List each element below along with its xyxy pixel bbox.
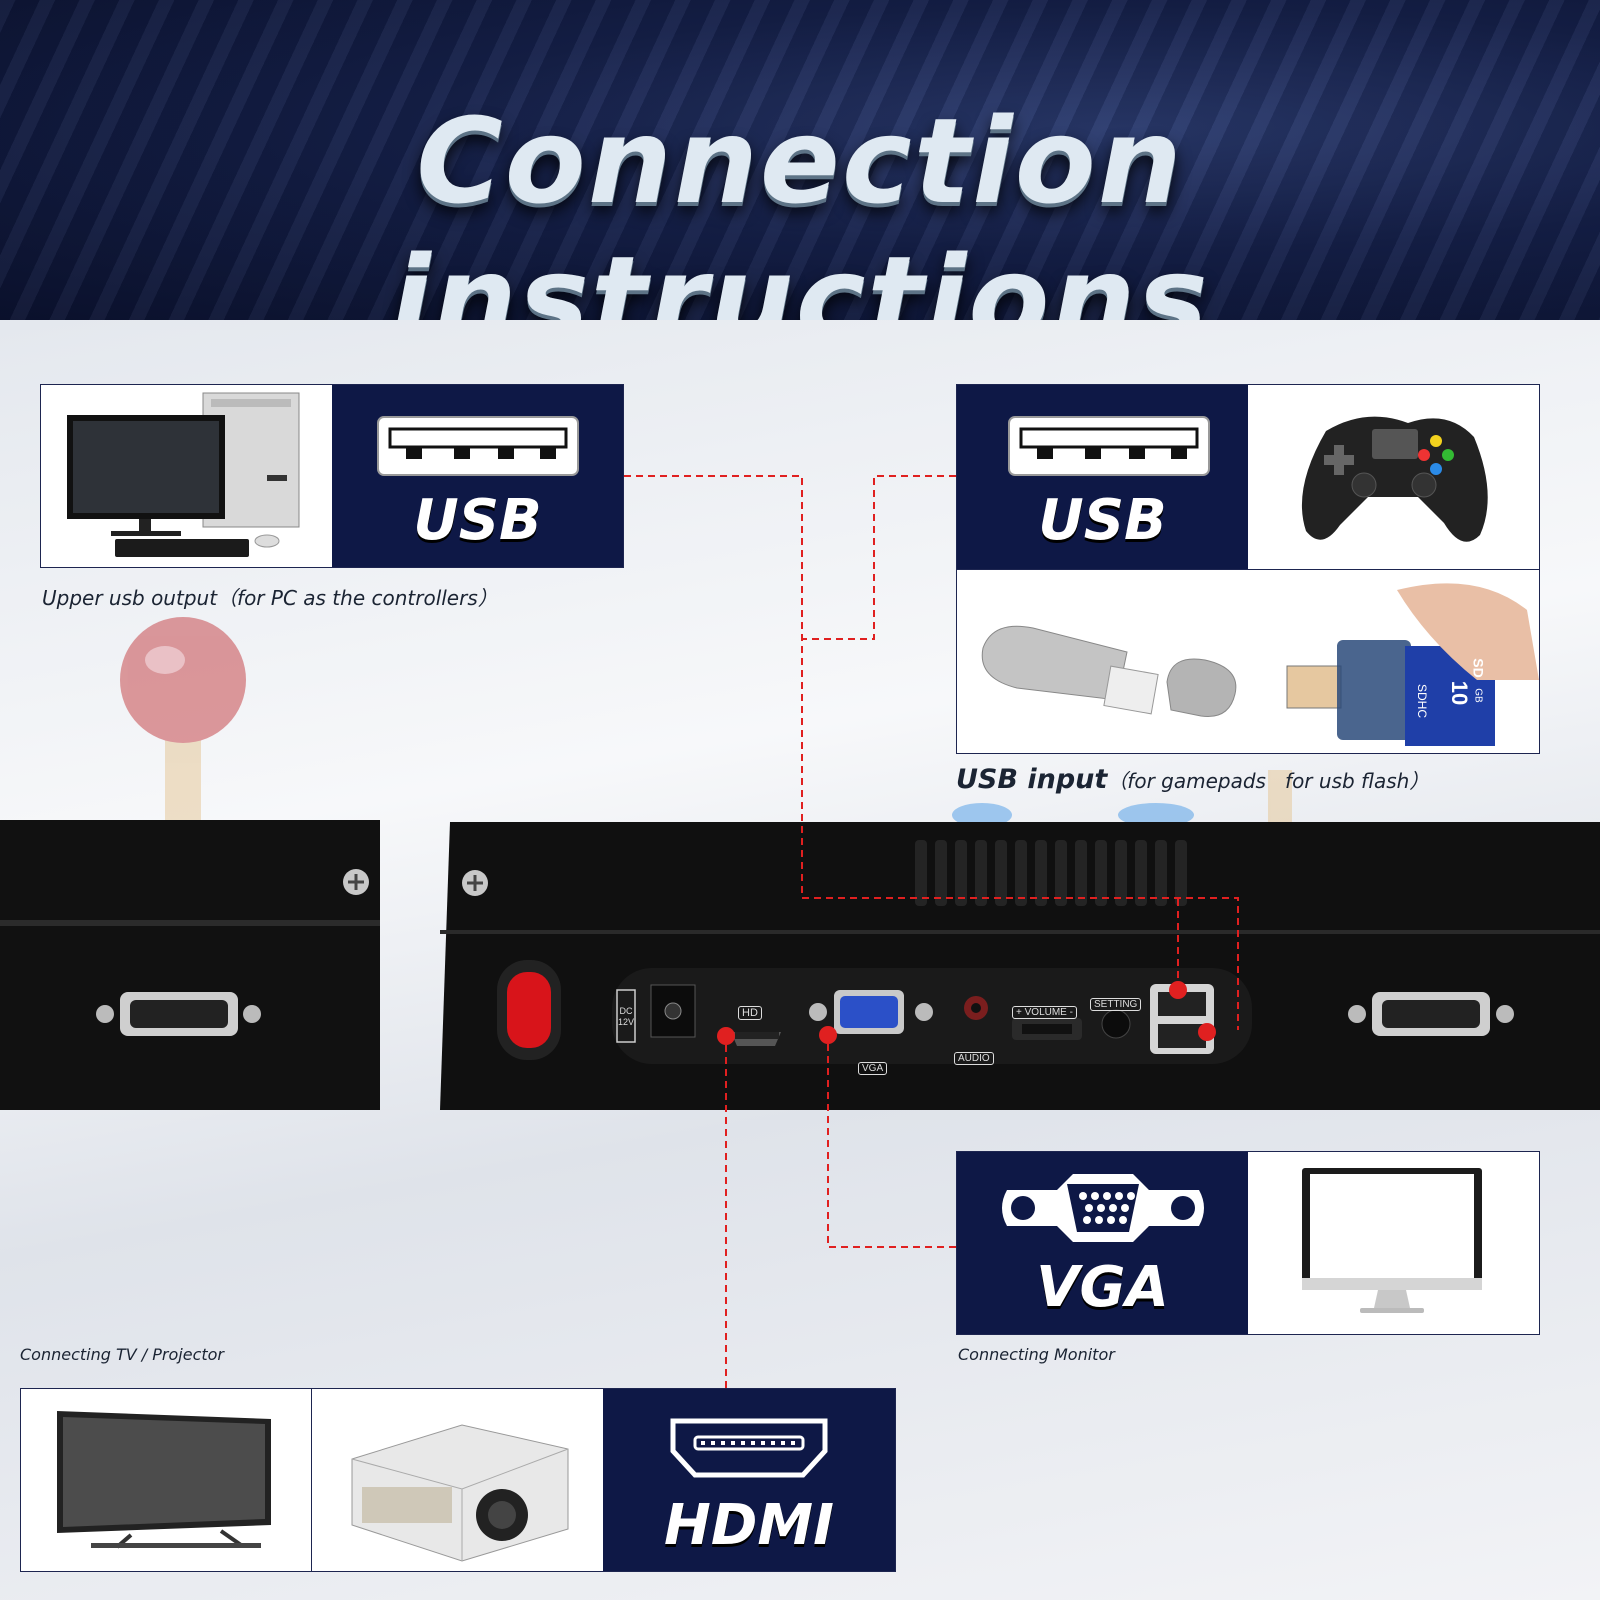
usb-input-caption: USB input（for gamepads for usb flash） <box>956 764 1429 795</box>
usb-port-icon <box>1008 416 1210 476</box>
usb-input-caption-bold: USB input <box>956 764 1108 795</box>
volume-label: + VOLUME - <box>1012 1006 1077 1019</box>
monitor-icon <box>1302 1168 1482 1313</box>
console-back-panel-photo <box>0 617 1600 1110</box>
usb-output-box: USB <box>40 384 624 568</box>
pc-image-cell <box>41 385 332 567</box>
vga-box: VGA <box>956 1151 1540 1335</box>
usb-output-label-cell: USB <box>332 385 623 567</box>
sd-unit: GB <box>1472 688 1484 703</box>
hdmi-box: HDMI <box>20 1388 896 1572</box>
joystick-icon <box>120 617 246 830</box>
tv-image-cell <box>21 1389 312 1571</box>
projector-icon <box>351 1424 569 1562</box>
vga-port-icon <box>1002 1174 1204 1242</box>
audio-label: AUDIO <box>954 1052 994 1065</box>
hdmi-caption: Connecting TV / Projector <box>20 1345 225 1364</box>
desktop-pc-icon <box>67 392 300 557</box>
usb-input-port-label: USB <box>1038 488 1167 553</box>
usb-flash-image-cell: SD 10 GB SDHC <box>957 569 1539 753</box>
usb-input-box: USB SD 10 GB SDHC <box>956 384 1540 754</box>
usb-port-dot-upper <box>1169 981 1187 999</box>
hdmi-port-icon <box>670 1418 828 1478</box>
usb-output-port-label: USB <box>413 488 542 553</box>
monitor-image-cell <box>1248 1152 1539 1334</box>
hdmi-port-label: HDMI <box>664 1493 834 1558</box>
header-banner: Connection instructions <box>0 0 1600 320</box>
projector-image-cell <box>312 1389 603 1571</box>
usb-port-dot-lower <box>1198 1023 1216 1041</box>
page-title: Connection instructions <box>390 92 1210 320</box>
sd-brand: SD <box>1470 658 1487 678</box>
vga-label-cell: VGA <box>957 1152 1248 1334</box>
usb-flash-drive-icon <box>981 583 1539 746</box>
setting-label: SETTING <box>1090 998 1142 1011</box>
vga-port-dot <box>819 1026 837 1044</box>
vga-caption: Connecting Monitor <box>958 1345 1115 1364</box>
gamepad-image-cell <box>1248 385 1539 569</box>
dc-label: DC 12V <box>617 1006 634 1027</box>
sd-capacity: 10 <box>1447 680 1473 706</box>
usb-port-icon <box>377 416 579 476</box>
gamepad-icon <box>1301 416 1488 542</box>
sd-type: SDHC <box>1415 683 1430 719</box>
hdmi-port-dot <box>717 1027 735 1045</box>
hd-label: HD <box>738 1006 762 1020</box>
usb-input-caption-rest: （for gamepads for usb flash） <box>1107 769 1430 793</box>
usb-input-label-cell: USB <box>957 385 1248 569</box>
vga-panel-label: VGA <box>858 1062 888 1075</box>
vga-port-label: VGA <box>1036 1255 1169 1320</box>
tv-icon <box>57 1411 271 1549</box>
hdmi-label-cell: HDMI <box>603 1389 895 1571</box>
usb-output-caption: Upper usb output（for PC as the controlle… <box>42 586 498 610</box>
